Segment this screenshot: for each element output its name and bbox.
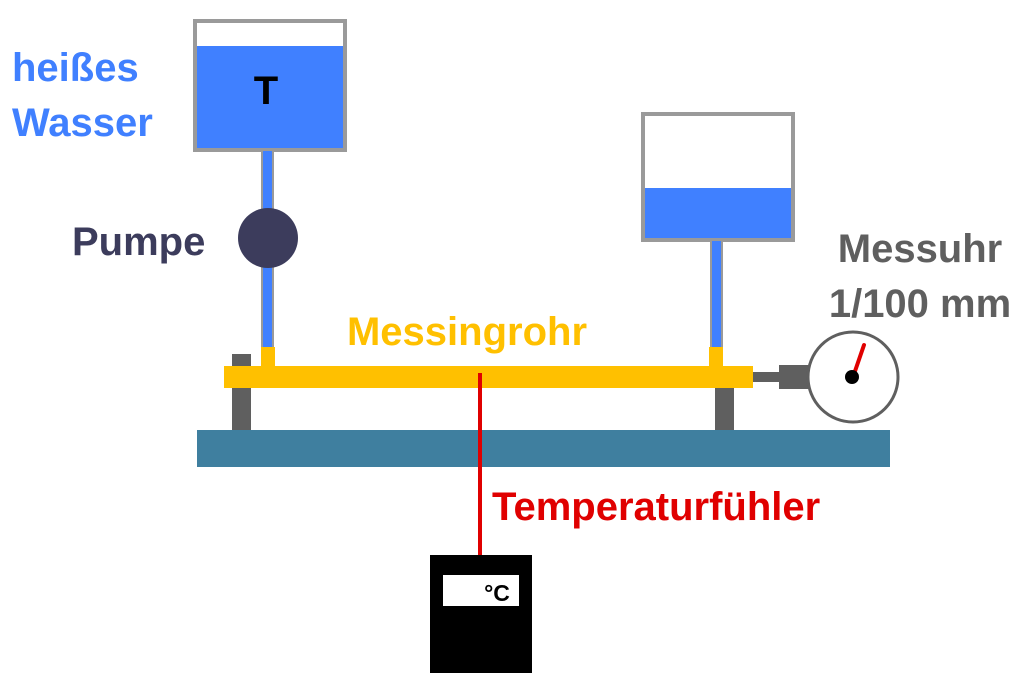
tank-symbol-label: T [254, 69, 278, 113]
gauge-plunger [753, 372, 781, 382]
thermometer-display [430, 555, 532, 673]
temperature-sensor-label: Temperaturfühler [492, 485, 820, 529]
brass-tube-label: Messingrohr [347, 310, 587, 354]
hot-water-label-line1: heißes [12, 46, 139, 90]
right-support [715, 388, 734, 430]
dial-gauge-label-line2: 1/100 mm [829, 282, 1011, 326]
return-pipe [710, 239, 723, 351]
hot-water-tank-fill [195, 46, 345, 150]
dial-gauge-label-line1: Messuhr [838, 227, 1003, 271]
hot-water-label-line2: Wasser [12, 101, 153, 145]
gauge-stem [779, 365, 811, 389]
tube-inlet-connector [261, 347, 275, 367]
left-support [232, 354, 251, 430]
thermometer-screen [443, 575, 519, 606]
return-tank-fill [643, 188, 793, 240]
tube-outlet-connector [709, 347, 723, 367]
pump-icon [238, 208, 298, 268]
gauge-needle-hub [845, 370, 859, 384]
display-unit-label: °C [484, 580, 510, 606]
brass-tube [224, 366, 753, 388]
base-platform [197, 430, 890, 467]
pump-label: Pumpe [72, 220, 205, 264]
